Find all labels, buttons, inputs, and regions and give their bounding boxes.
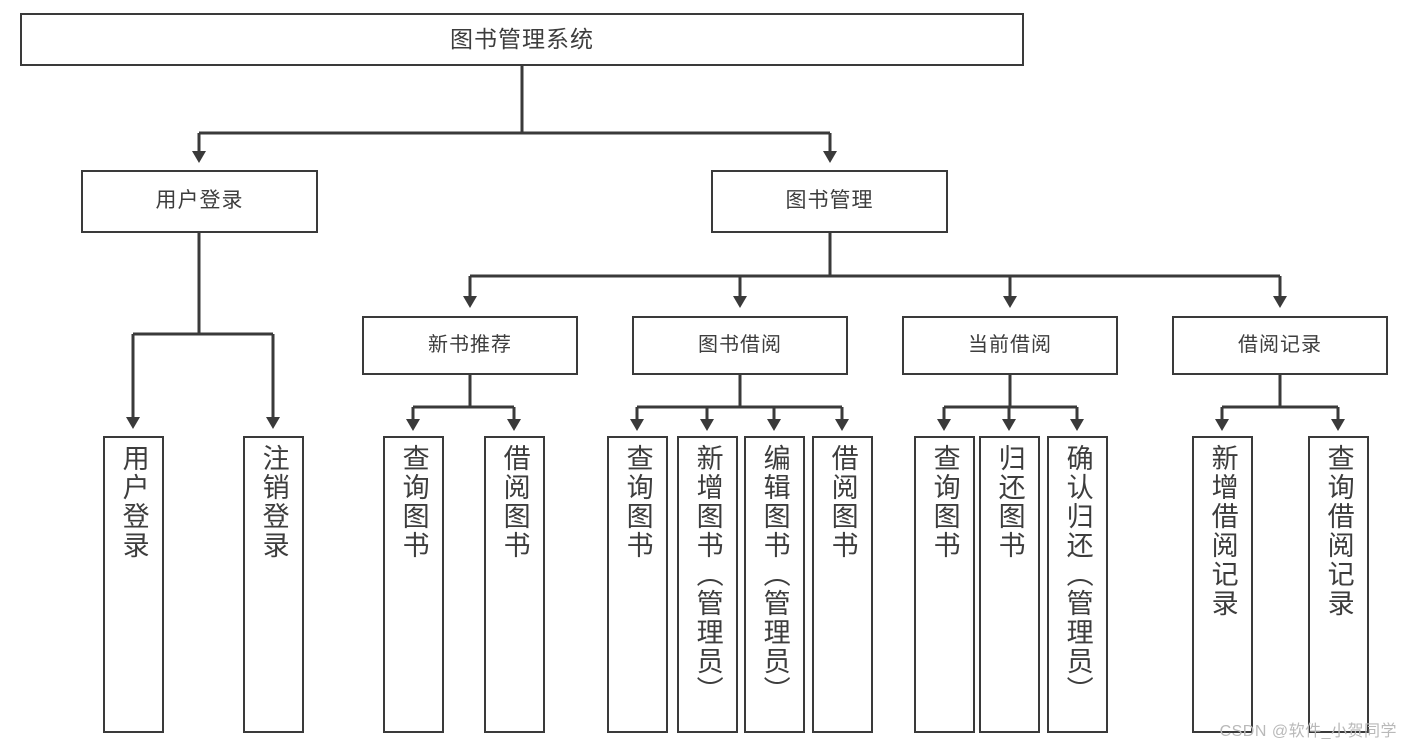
leaf-current-confirm-return-admin[interactable]: 确认归还（管理员）	[1047, 436, 1108, 733]
leaf-borrow-edit-book-admin[interactable]: 编辑图书（管理员）	[744, 436, 805, 733]
leaf-label: 编辑图书（管理员）	[759, 444, 790, 705]
node-borrow-records[interactable]: 借阅记录	[1172, 316, 1388, 375]
node-root-label: 图书管理系统	[450, 26, 594, 53]
node-book-borrow-label: 图书借阅	[698, 334, 782, 356]
leaf-current-query-book[interactable]: 查询图书	[914, 436, 975, 733]
node-new-book-recommend[interactable]: 新书推荐	[362, 316, 578, 375]
leaf-user-login-login[interactable]: 用户登录	[103, 436, 164, 733]
leaf-recommend-borrow-book[interactable]: 借阅图书	[484, 436, 545, 733]
node-root[interactable]: 图书管理系统	[20, 13, 1024, 66]
leaf-label: 用户登录	[118, 444, 149, 560]
leaf-label: 借阅图书	[499, 444, 530, 560]
leaf-recommend-query-book[interactable]: 查询图书	[383, 436, 444, 733]
leaf-label: 新增图书（管理员）	[692, 444, 723, 705]
node-book-borrow[interactable]: 图书借阅	[632, 316, 848, 375]
leaf-label: 注销登录	[258, 444, 289, 560]
node-current-borrow-label: 当前借阅	[968, 334, 1052, 356]
leaf-label: 查询图书	[398, 444, 429, 560]
node-user-login[interactable]: 用户登录	[81, 170, 318, 233]
leaf-user-login-logout[interactable]: 注销登录	[243, 436, 304, 733]
leaf-current-return-book[interactable]: 归还图书	[979, 436, 1040, 733]
node-borrow-records-label: 借阅记录	[1238, 334, 1322, 356]
leaf-label: 查询图书	[929, 444, 960, 560]
leaf-borrow-add-book-admin[interactable]: 新增图书（管理员）	[677, 436, 738, 733]
leaf-label: 新增借阅记录	[1207, 444, 1238, 618]
leaf-label: 查询图书	[622, 444, 653, 560]
leaf-records-query-record[interactable]: 查询借阅记录	[1308, 436, 1369, 733]
node-current-borrow[interactable]: 当前借阅	[902, 316, 1118, 375]
node-book-management[interactable]: 图书管理	[711, 170, 948, 233]
node-user-login-label: 用户登录	[155, 189, 244, 213]
node-book-management-label: 图书管理	[785, 189, 874, 213]
leaf-label: 借阅图书	[827, 444, 858, 560]
leaf-label: 查询借阅记录	[1323, 444, 1354, 618]
leaf-borrow-query-book[interactable]: 查询图书	[607, 436, 668, 733]
leaf-records-add-record[interactable]: 新增借阅记录	[1192, 436, 1253, 733]
leaf-label: 归还图书	[994, 444, 1025, 560]
leaf-borrow-borrow-book[interactable]: 借阅图书	[812, 436, 873, 733]
leaf-label: 确认归还（管理员）	[1062, 444, 1093, 705]
node-new-book-recommend-label: 新书推荐	[428, 334, 512, 356]
